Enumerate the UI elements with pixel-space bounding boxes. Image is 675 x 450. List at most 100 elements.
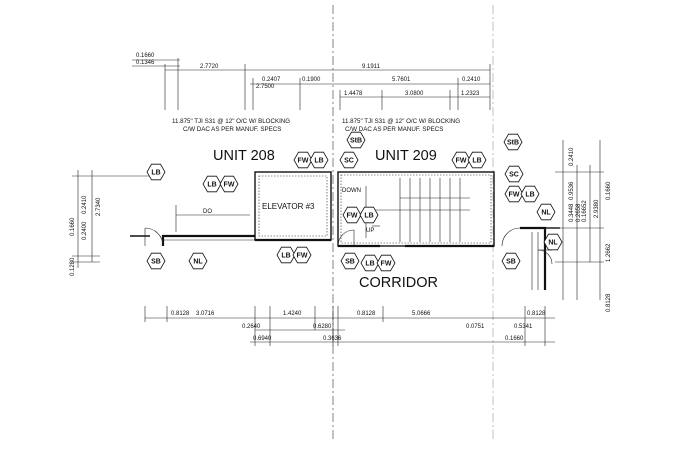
dim-top: 2.7500 [256, 84, 275, 90]
room-label-unit-208: UNIT 208 [213, 148, 275, 164]
dim-bottom: 0.6940 [253, 336, 272, 342]
tag-hexagon [467, 151, 487, 169]
joist-note-right-line1: 11.875" TJI S31 @ 12" O/C W/ BLOCKING [342, 118, 460, 125]
tag-sb-label: SB [506, 259, 516, 266]
room-label-unit-209: UNIT 209 [375, 148, 437, 164]
tag-lb-label: LB [151, 170, 160, 177]
tag-fw-label: FW [297, 253, 308, 260]
tag-hexagon [501, 252, 521, 270]
tag-hexagon [339, 151, 359, 169]
dim-bottom: 0.2640 [242, 324, 261, 330]
tag-stb-label: StB [350, 138, 362, 145]
tag-nl-label: NL [548, 240, 558, 247]
tag-hexagon [346, 131, 366, 149]
tag-lb-label: LB [525, 192, 534, 199]
tag-nl-label: NL [193, 259, 203, 266]
tag-fw-label: FW [509, 192, 520, 199]
dim-bottom: 0.8128 [527, 311, 546, 317]
dim-right: 0.1660 [606, 181, 612, 200]
dim-bottom: 0.8128 [171, 311, 190, 317]
dim-top: 1.4478 [344, 91, 363, 97]
dim-left: 0.2410 [82, 195, 88, 214]
tag-hexagon [536, 203, 556, 221]
tag-hexagon [360, 254, 380, 272]
tag-sc-label: SC [509, 172, 519, 179]
dim-right: 0.9536 [569, 181, 575, 200]
dim-top: 1.2323 [461, 91, 480, 97]
tag-nl-label: NL [541, 210, 551, 217]
tag-hexagon [503, 133, 523, 151]
dim-bottom: 1.4240 [283, 311, 302, 317]
bottom-dimensions: 0.8128 3.0716 1.4240 0.8128 5.0666 0.812… [144, 306, 555, 346]
dim-top: 0.2407 [262, 77, 281, 83]
dim-right: 0.2410 [569, 147, 575, 166]
dim-right: 2.9380 [594, 199, 600, 218]
tag-lb-label: LB [314, 158, 323, 165]
dim-left: 0.1280 [70, 257, 76, 276]
dim-right: 0.2658 [576, 203, 582, 222]
dim-top: 5.7601 [392, 77, 411, 83]
tag-hexagon [219, 175, 239, 193]
dim-right: 1.2662 [606, 243, 612, 262]
room-label-corridor: CORRIDOR [359, 275, 438, 291]
tag-hexagon [342, 206, 362, 224]
tag-hexagon [146, 252, 166, 270]
stairs [365, 178, 470, 242]
joist-note-right-line2: C/W DAC AS PER MANUF. SPECS [345, 126, 443, 133]
dim-left: 2.7340 [96, 197, 102, 216]
dim-bottom: 0.3636 [323, 336, 342, 342]
elevator-label: ELEVATOR #3 [262, 202, 315, 211]
tag-hexagon [543, 233, 563, 251]
tag-hexagon [451, 151, 471, 169]
tag-lb-label: LB [365, 261, 374, 268]
tag-lb-label: LB [281, 253, 290, 260]
tag-hexagon [293, 151, 313, 169]
tag-fw-label: FW [381, 261, 392, 268]
tag-fw-label: FW [456, 158, 467, 165]
tag-hexagon [376, 254, 396, 272]
tag-fw-label: FW [298, 158, 309, 165]
tag-sb-label: SB [345, 259, 355, 266]
dim-right: 0.3448 [569, 203, 575, 222]
tag-hexagon [309, 151, 329, 169]
tag-hexagon [202, 175, 222, 193]
dim-top: 0.2410 [462, 77, 481, 83]
tag-lb-label: LB [207, 182, 216, 189]
tag-lb-label: LB [472, 158, 481, 165]
dim-left: 0.1660 [70, 217, 76, 236]
joist-note-left-line1: 11.875" TJI S31 @ 12" O/C W/ BLOCKING [172, 118, 290, 125]
dim-bottom: 0.0751 [466, 324, 485, 330]
tag-hexagon [188, 252, 208, 270]
dim-bottom: 0.8128 [357, 311, 376, 317]
dim-top: 0.1660 [136, 53, 155, 59]
left-dimensions: 0.2410 2.7340 0.2400 0.1660 0.1280 [70, 170, 150, 276]
tag-hexagon [292, 246, 312, 264]
dim-top: 9.1911 [362, 64, 381, 70]
tag-hexagon [504, 165, 524, 183]
dim-bottom: 0.6280 [313, 324, 332, 330]
dim-top: 0.1346 [136, 60, 155, 66]
tag-hexagon [520, 185, 540, 203]
joist-note-left-line2: C/W DAC AS PER MANUF. SPECS [183, 126, 281, 133]
stair-down-label: DOWN [342, 188, 361, 194]
dim-top: 0.1900 [302, 77, 321, 83]
dim-left: 0.2400 [82, 221, 88, 240]
tag-fw-label: FW [224, 182, 235, 189]
dim-bottom: 0.1660 [505, 336, 524, 342]
top-dimensions: 0.1660 0.1346 2.7720 9.1911 0.2407 2.750… [132, 53, 491, 110]
tag-hexagon [276, 246, 296, 264]
do-label: DO [203, 209, 212, 215]
dim-bottom: 3.0716 [196, 311, 215, 317]
stair-up-label: UP [366, 228, 374, 234]
tag-hexagon [146, 163, 166, 181]
tag-lb-label: LB [364, 213, 373, 220]
tag-hexagon [340, 252, 360, 270]
dim-top: 3.0800 [405, 91, 424, 97]
dim-top: 2.7720 [200, 64, 219, 70]
right-dimensions: 0.2410 0.9536 0.1660 2.9380 0.3448 0.265… [555, 140, 612, 312]
dim-right: 0.8128 [606, 293, 612, 312]
dim-right: 0.16652 [582, 200, 588, 222]
tag-fw-label: FW [347, 213, 358, 220]
